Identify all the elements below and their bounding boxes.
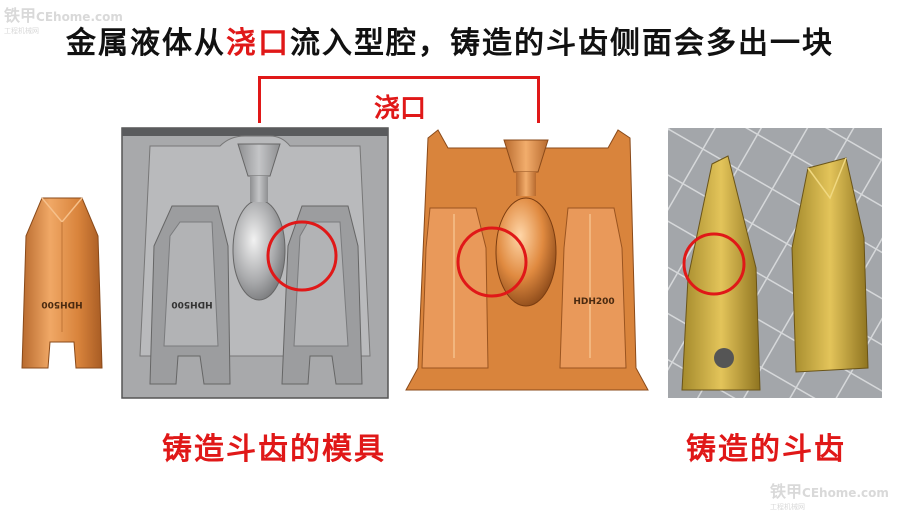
bucket-tooth-photo-graphic bbox=[668, 128, 882, 398]
watermark-tagline: 工程机械网 bbox=[770, 503, 805, 511]
watermark-brand: 铁甲 bbox=[4, 6, 37, 25]
title-highlight: 浇口 bbox=[226, 26, 290, 61]
mold-half-render: HDH500 bbox=[121, 127, 389, 399]
left-tooth-mark: HDH500 bbox=[41, 299, 82, 309]
page-title: 金属液体从浇口流入型腔，铸造的斗齿侧面会多出一块 bbox=[0, 18, 900, 62]
watermark-site: CEhome.com bbox=[802, 486, 889, 500]
watermark-bottom-right: 铁甲CEhome.com 工程机械网 bbox=[770, 478, 889, 512]
highlight-circle bbox=[682, 232, 746, 296]
watermark-brand: 铁甲 bbox=[770, 482, 803, 501]
watermark-tagline: 工程机械网 bbox=[4, 27, 39, 35]
mold-caption: 铸造斗齿的模具 bbox=[162, 432, 386, 467]
gate-bracket bbox=[258, 76, 540, 123]
bucket-tooth-photo bbox=[668, 128, 882, 398]
highlight-circle bbox=[456, 226, 528, 298]
casting-render: HDH200 bbox=[405, 129, 649, 391]
watermark-site: CEhome.com bbox=[36, 10, 123, 24]
mold-mark: HDH500 bbox=[171, 299, 212, 309]
casting-mark: HDH200 bbox=[573, 297, 614, 307]
title-part-1: 金属液体从 bbox=[66, 26, 226, 61]
tooth-caption: 铸造的斗齿 bbox=[686, 432, 846, 467]
watermark-top-left: 铁甲CEhome.com 工程机械网 bbox=[4, 2, 123, 36]
bucket-tooth-render: HDH500 bbox=[21, 197, 103, 369]
gate-label: 浇口 bbox=[360, 88, 440, 125]
title-part-2: 流入型腔，铸造的斗齿侧面会多出一块 bbox=[290, 26, 834, 61]
highlight-circle bbox=[266, 220, 338, 292]
